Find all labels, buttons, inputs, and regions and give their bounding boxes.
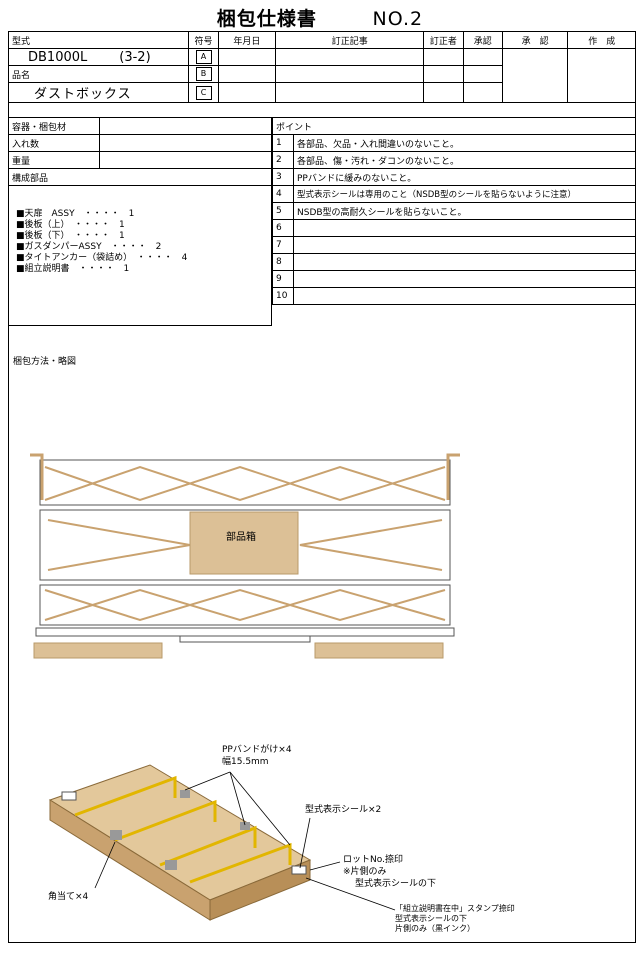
wood-braces bbox=[44, 465, 446, 622]
leader-lines bbox=[94, 771, 396, 911]
symbol-c: C bbox=[195, 85, 212, 100]
symbol-b: B bbox=[195, 67, 212, 81]
model-seal-label: 型式表示シール×2 bbox=[305, 805, 382, 815]
components-list: ■天扉 ASSY ・・・・ 1 ■後板（上） ・・・・ 1 ■後板（下） ・・・… bbox=[16, 209, 187, 275]
drawing-section-label: 梱包方法・略図 bbox=[13, 357, 77, 367]
component-item: ■後板（下） ・・・・ 1 bbox=[16, 231, 125, 241]
spec-table: 容器・梱包材 入れ数 重量 構成部品 bbox=[8, 117, 272, 326]
header-table: 型式 符号 年月日 訂正記事 訂正者 承認 承 認 作 成 DB1000L(3-… bbox=[7, 31, 636, 103]
corner-label: 角当て×4 bbox=[48, 892, 89, 902]
document-title: 梱包仕様書 NO.2 bbox=[0, 4, 640, 31]
parts-box-label: 部品箱 bbox=[226, 532, 256, 543]
lot-no-label: ロットNo.捺印 bbox=[343, 855, 403, 865]
skid-left bbox=[33, 642, 163, 659]
component-item: ■ガスダンパーASSY ・・・・ 2 bbox=[16, 242, 162, 252]
component-item: ■組立説明書 ・・・・ 1 bbox=[16, 264, 130, 274]
author-box bbox=[567, 48, 636, 103]
symbol-a: A bbox=[195, 50, 212, 64]
one-side-label: ※片側のみ bbox=[343, 867, 387, 877]
stamp-label-1: 「組立説明書在中」スタンプ捺印 bbox=[395, 904, 515, 913]
component-item: ■天扉 ASSY ・・・・ 1 bbox=[16, 209, 135, 219]
document-number: NO.2 bbox=[372, 8, 424, 30]
approve-box bbox=[501, 48, 569, 103]
under-seal-label: 型式表示シールの下 bbox=[355, 879, 437, 889]
packed-box bbox=[48, 764, 312, 921]
skid-right bbox=[314, 642, 444, 659]
stamp-label-3: 片側のみ（黒インク） bbox=[395, 924, 475, 933]
component-item: ■タイトアンカー（袋詰め） ・・・・ 4 bbox=[16, 253, 188, 263]
component-item: ■後板（上） ・・・・ 1 bbox=[16, 220, 125, 230]
pp-band-label: PPバンドがけ×4 bbox=[222, 745, 292, 755]
title-text: 梱包仕様書 bbox=[216, 8, 317, 30]
parts-box bbox=[189, 511, 299, 575]
point-row bbox=[293, 287, 636, 305]
band-width-label: 幅15.5mm bbox=[222, 757, 269, 767]
stamp-label-2: 型式表示シールの下 bbox=[395, 914, 467, 923]
